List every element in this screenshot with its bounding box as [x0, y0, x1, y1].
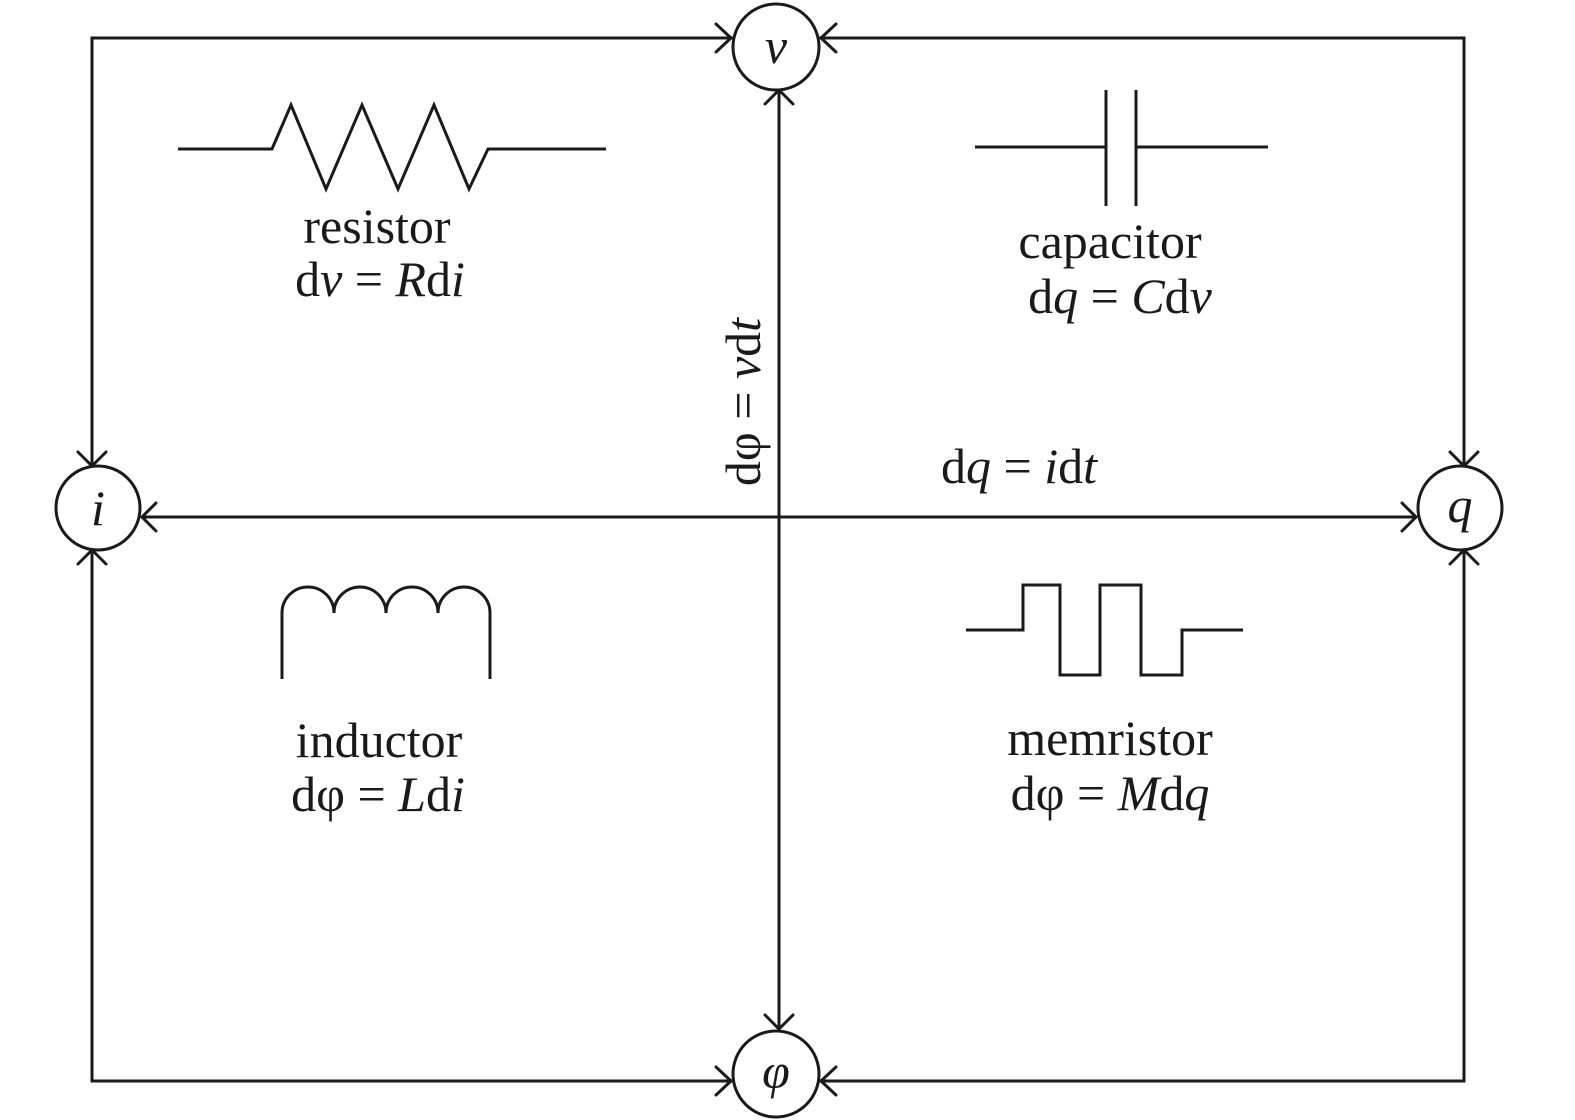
node-q-circle [1416, 464, 1504, 552]
capacitor-equation: dq = Cdv [1028, 268, 1213, 324]
memristor-label: memristor [1007, 710, 1213, 766]
memristor-symbol [966, 583, 1243, 677]
resistor-element: resistor dv = Rdi [178, 101, 606, 307]
arrowhead-v-right [818, 22, 838, 54]
capacitor-label: capacitor [1018, 213, 1202, 269]
node-v-label: v [765, 18, 788, 74]
node-i-label: i [91, 480, 105, 536]
resistor-symbol [178, 101, 606, 193]
inductor-element: inductor dφ = Ldi [280, 585, 492, 822]
arrowhead-v-left [714, 22, 734, 54]
memristor-equation: dφ = Mdq [1011, 765, 1210, 821]
resistor-equation: dv = Rdi [295, 251, 465, 307]
inductor-symbol [280, 585, 492, 679]
frame [90, 36, 1466, 1083]
horizontal-relation-label: dq = idt [941, 438, 1098, 494]
node-q-label: q [1448, 477, 1473, 533]
vertical-relation-label: dφ = vdt [715, 317, 771, 486]
node-phi: φ [731, 1029, 821, 1119]
node-v-circle [731, 2, 821, 92]
edge-v-to-q [819, 36, 1466, 466]
resistor-label: resistor [303, 198, 451, 254]
arrowhead-phi-right [818, 1065, 838, 1097]
edge-phi-to-i [90, 550, 733, 1083]
edge-phi-to-q [819, 550, 1466, 1083]
arrowhead-phi-left [714, 1065, 734, 1097]
node-phi-label: φ [762, 1043, 790, 1099]
inductor-label: inductor [296, 712, 463, 768]
capacitor-element: capacitor dq = Cdv [975, 90, 1268, 324]
inductor-equation: dφ = Ldi [291, 766, 465, 822]
node-phi-circle [731, 1029, 821, 1119]
node-q: q [1416, 464, 1504, 552]
node-i: i [54, 464, 142, 552]
memristor-element: memristor dφ = Mdq [966, 583, 1243, 821]
edge-v-to-i [90, 36, 733, 466]
node-i-circle [54, 464, 142, 552]
node-v: v [731, 2, 821, 92]
arrowhead-i-right [139, 501, 158, 533]
arrowhead-q-left [1400, 501, 1419, 533]
arrowhead-phi-top [763, 1013, 795, 1032]
